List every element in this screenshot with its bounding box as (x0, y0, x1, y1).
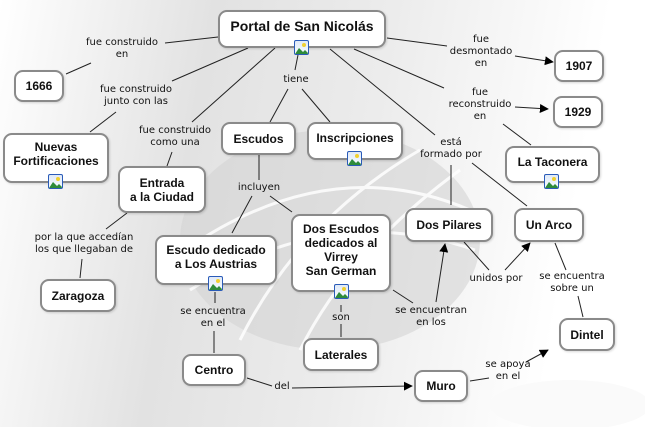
node-dos-pilares[interactable]: Dos Pilares (405, 208, 493, 242)
link-label-tiene: tiene (283, 74, 309, 85)
node-label: Entrada a la Ciudad (129, 175, 194, 204)
link-label-accedian: por la que accedían los que llegaban de (34, 232, 134, 255)
node-laterales[interactable]: Laterales (303, 338, 379, 371)
node-escudo-austrias[interactable]: Escudo dedicado a Los Austrias (155, 235, 277, 285)
link-label-reconstruido: fue reconstruido en (448, 87, 512, 122)
node-label: 1929 (564, 105, 592, 119)
node-label: Escudo dedicado a Los Austrias (166, 243, 266, 271)
image-icon[interactable] (48, 174, 63, 189)
node-label: Dintel (570, 327, 604, 342)
node-label: Nuevas Fortificaciones (13, 140, 99, 168)
link-label-fue-construido-en: fue construido en (86, 37, 158, 60)
node-label: Zaragoza (51, 288, 105, 303)
node-zaragoza[interactable]: Zaragoza (40, 279, 116, 312)
link-label-son: son (332, 312, 350, 323)
node-1907[interactable]: 1907 (554, 50, 604, 82)
node-centro[interactable]: Centro (182, 354, 246, 386)
link-label-desmontado: fue desmontado en (449, 34, 513, 69)
node-label: Muro (426, 379, 456, 393)
node-escudos-san-german[interactable]: Dos Escudos dedicados al Virrey San Germ… (291, 214, 391, 292)
node-dintel[interactable]: Dintel (559, 318, 615, 351)
node-label: Un Arco (525, 218, 573, 232)
image-icon[interactable] (347, 151, 362, 166)
link-label-se-apoya: se apoya en el (485, 359, 531, 382)
image-icon[interactable] (294, 40, 309, 55)
node-entrada-a-la-ciudad[interactable]: Entrada a la Ciudad (118, 166, 206, 213)
node-un-arco[interactable]: Un Arco (514, 208, 584, 242)
link-label-del: del (274, 381, 290, 392)
node-label: Escudos (233, 131, 284, 146)
node-label: Centro (194, 363, 234, 377)
link-label-incluyen: incluyen (237, 182, 281, 193)
node-label: La Taconera (517, 154, 588, 169)
link-label-unidos-por: unidos por (469, 273, 523, 284)
link-label-como-una: fue construido como una (139, 125, 211, 148)
node-label: Laterales (314, 347, 368, 362)
node-label: 1907 (565, 59, 593, 73)
node-escudos[interactable]: Escudos (221, 122, 296, 155)
link-label-junto-con-las: fue construido junto con las (100, 84, 172, 107)
link-label-sobre-un: se encuentra sobre un (539, 271, 605, 294)
node-label: Inscripciones (316, 131, 394, 145)
node-1929[interactable]: 1929 (553, 96, 603, 128)
node-muro[interactable]: Muro (414, 370, 468, 402)
node-label: 1666 (25, 79, 53, 93)
node-label: Dos Escudos dedicados al Virrey San Germ… (302, 222, 380, 278)
image-icon[interactable] (334, 284, 349, 299)
link-label-encuentra-en-el: se encuentra en el (180, 306, 246, 329)
node-label: Portal de San Nicolás (230, 18, 374, 34)
link-label-encuentran-en-los: se encuentran en los (395, 305, 467, 328)
node-label: Dos Pilares (416, 218, 482, 232)
link-label-formado-por: está formado por (420, 137, 482, 160)
node-1666[interactable]: 1666 (14, 70, 64, 102)
image-icon[interactable] (208, 276, 223, 291)
image-icon[interactable] (544, 174, 559, 189)
